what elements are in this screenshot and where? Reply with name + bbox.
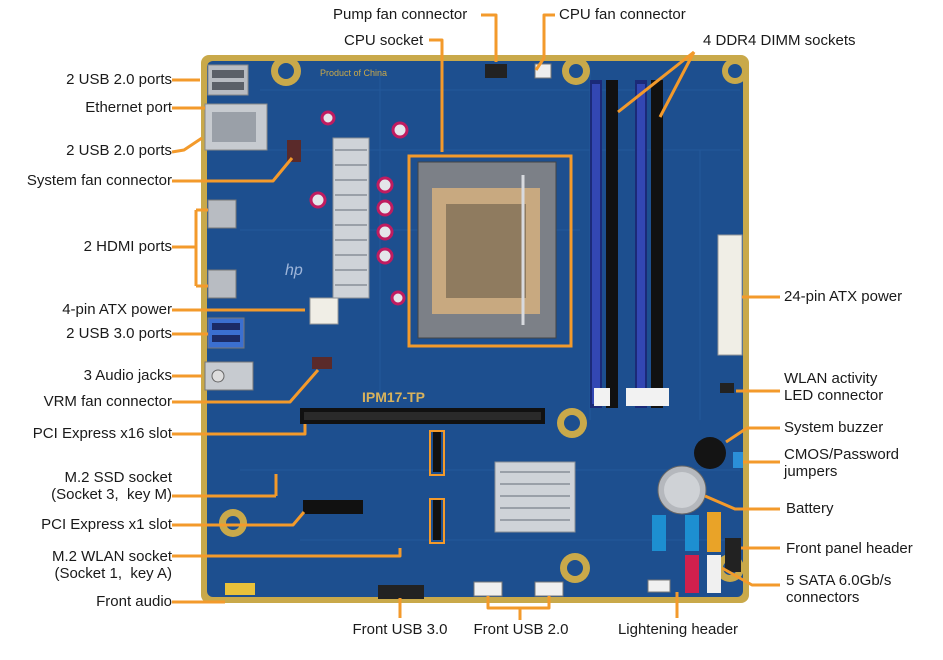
pump-fan-header	[485, 64, 507, 78]
front-panel-header	[725, 538, 741, 572]
sata-port-5	[707, 555, 721, 593]
label-hdmi: 2 HDMI ports	[83, 238, 172, 255]
label-pcie16: PCI Express x16 slot	[32, 425, 172, 442]
label-sys-fan: System fan connector	[26, 172, 172, 189]
label-pcie1: PCI Express x1 slot	[41, 516, 172, 533]
hdmi-port-2	[207, 269, 237, 299]
label-front-panel: Front panel header	[786, 540, 913, 557]
sata-port-1	[652, 515, 666, 551]
atx24-connector	[717, 234, 743, 356]
sys-fan-header	[287, 140, 301, 162]
capacitors	[309, 110, 409, 306]
front-audio-header	[225, 583, 255, 595]
model-text: IPM17-TP	[362, 389, 425, 405]
label-audio: 3 Audio jacks	[83, 367, 172, 384]
label-battery: Battery	[786, 500, 834, 517]
lightening-header	[647, 579, 671, 593]
usb3-ports	[207, 317, 245, 349]
hp-logo: hp	[285, 262, 303, 279]
label-cpu-fan: CPU fan connector	[559, 6, 686, 23]
label-ethernet: Ethernet port	[85, 99, 172, 116]
label-pump-fan: Pump fan connector	[333, 6, 468, 23]
wlan-led-header	[720, 383, 734, 393]
label-buzzer: System buzzer	[784, 419, 884, 436]
made-in-text: Product of China	[320, 68, 387, 78]
vrm-fan-header	[312, 357, 332, 369]
usb2-top-ports	[207, 64, 249, 96]
label-front-usb2: Front USB 2.0	[473, 621, 569, 638]
m2-wlan-socket	[433, 500, 441, 540]
sata-port-2	[685, 515, 699, 551]
dimm-slots	[590, 80, 663, 408]
label-usb2-top: 2 USB 2.0 ports	[66, 71, 172, 88]
label-dimm: 4 DDR4 DIMM sockets	[703, 32, 856, 49]
cpu-socket-highlight	[407, 154, 573, 348]
system-buzzer	[694, 437, 726, 469]
label-usb3: 2 USB 3.0 ports	[66, 325, 172, 342]
label-vrm-fan: VRM fan connector	[43, 393, 172, 410]
cmos-jumpers	[733, 452, 743, 468]
pcie-x1-slot	[303, 500, 363, 514]
label-usb2-mid: 2 USB 2.0 ports	[66, 142, 172, 159]
label-cpu-socket: CPU socket	[344, 32, 424, 49]
sata-port-3	[707, 512, 721, 552]
label-m2wlan: M.2 WLAN socket (Socket 1, key A)	[51, 548, 172, 582]
label-lightening: Lightening header	[617, 621, 739, 638]
label-atx24: 24-pin ATX power	[784, 288, 903, 305]
m2-ssd-highlight	[429, 430, 445, 476]
leader-lines	[171, 13, 780, 620]
sata-port-4	[685, 555, 699, 593]
label-sata: 5 SATA 6.0Gb/s connectors	[786, 572, 892, 606]
m2-ssd-socket	[433, 432, 441, 472]
front-usb3-header	[378, 585, 424, 599]
label-wlan-led: WLAN activity LED connector	[784, 370, 884, 404]
m2-wlan-highlight	[429, 498, 445, 544]
front-usb2-header-1	[473, 581, 503, 597]
hdmi-port-1	[207, 199, 237, 229]
atx4-connector	[309, 297, 339, 325]
vrm-heatsink	[332, 137, 370, 299]
front-usb2-header-2	[534, 581, 564, 597]
label-m2ssd: M.2 SSD socket (Socket 3, key M)	[51, 469, 172, 503]
label-cmos: CMOS/Password jumpers	[784, 446, 900, 480]
label-front-audio: Front audio	[96, 593, 172, 610]
label-front-usb3: Front USB 3.0	[352, 621, 448, 638]
label-atx4: 4-pin ATX power	[62, 301, 172, 318]
